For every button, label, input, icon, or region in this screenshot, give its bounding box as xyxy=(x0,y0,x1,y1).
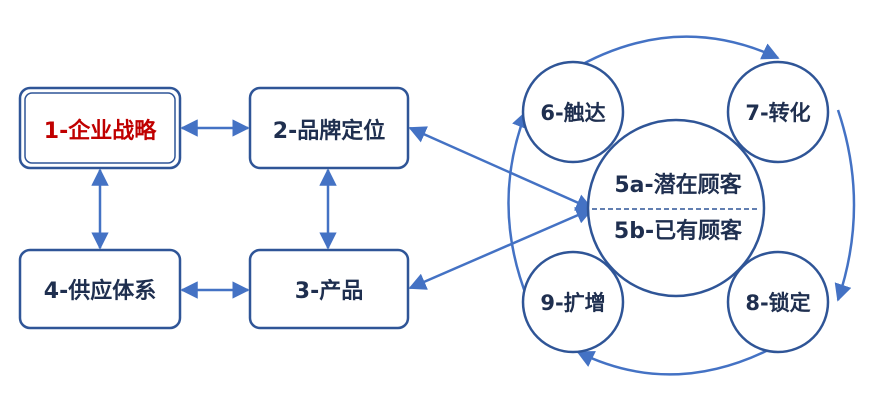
circle-convert-label: 7-转化 xyxy=(745,101,810,125)
box-brand: 2-品牌定位 xyxy=(248,86,410,170)
cycle-arrow-expand-to-touch xyxy=(507,110,530,301)
circle-lock-label: 8-锁定 xyxy=(745,291,810,315)
box-supply-label: 4-供应体系 xyxy=(44,278,156,304)
arrow-brand-customers xyxy=(408,126,594,211)
arrow-product-customers xyxy=(408,207,594,290)
circle-lock: 8-锁定 xyxy=(726,250,830,354)
circle-customers-bottom-label: 5b-已有顾客 xyxy=(614,218,743,244)
box-product-label: 3-产品 xyxy=(295,279,363,304)
box-strategy-label: 1-企业战略 xyxy=(44,118,157,144)
box-strategy: 1-企业战略 xyxy=(18,86,182,170)
cycle-arrow-lock-to-expand xyxy=(576,343,779,376)
box-supply: 4-供应体系 xyxy=(18,248,182,330)
circle-convert: 7-转化 xyxy=(726,60,830,164)
box-product: 3-产品 xyxy=(248,248,410,330)
cycle-arrow-convert-to-lock xyxy=(834,109,856,302)
circle-touch-label: 6-触达 xyxy=(540,101,605,125)
circle-touch: 6-触达 xyxy=(521,60,625,164)
cycle-arrow-touch-to-convert xyxy=(571,35,780,72)
box-brand-label: 2-品牌定位 xyxy=(273,118,385,144)
circle-customers: 5a-潜在顾客 5b-已有顾客 xyxy=(586,118,766,298)
circle-customers-top-label: 5a-潜在顾客 xyxy=(614,172,742,198)
circle-expand: 9-扩增 xyxy=(521,250,625,354)
circle-expand-label: 9-扩增 xyxy=(540,291,605,315)
